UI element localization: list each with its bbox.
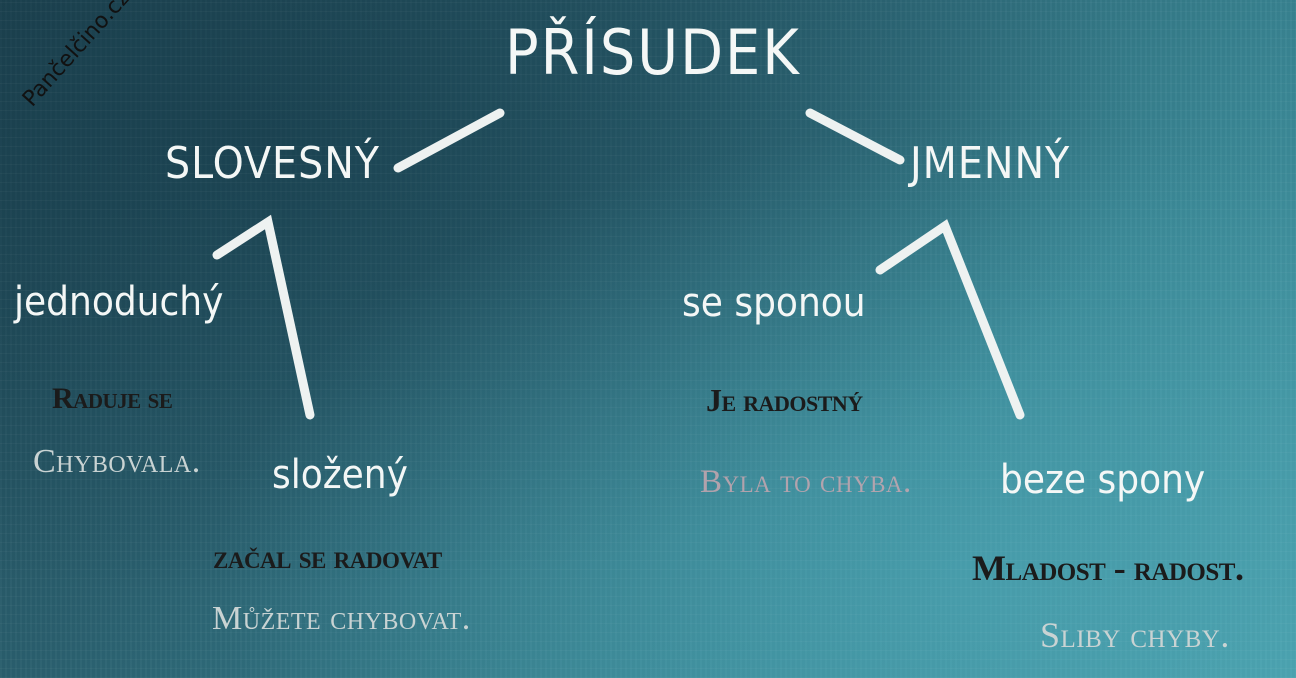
- simple-example-2: Chybovala.: [33, 443, 201, 480]
- simple-example-1: Raduje se: [52, 382, 173, 415]
- with-copula-label: se sponou: [682, 280, 866, 326]
- nominal-label: JMENNÝ: [910, 138, 1071, 189]
- connector-root-nominal: [805, 108, 905, 165]
- simple-label: jednoduchý: [14, 279, 224, 325]
- with-copula-example-1: Je radostný: [706, 382, 863, 418]
- compound-label: složený: [272, 452, 408, 498]
- without-copula-label: beze spony: [1000, 457, 1206, 503]
- without-copula-example-2: Sliby chyby.: [1040, 615, 1230, 655]
- compound-example-2: Můžete chybovat.: [212, 600, 471, 637]
- compound-example-1: začal se radovat: [213, 540, 442, 576]
- connector-nominal-branches: [875, 219, 1025, 420]
- with-copula-example-2: Byla to chyba.: [700, 464, 912, 500]
- verbal-label: SLOVESNÝ: [165, 138, 380, 189]
- connector-root-verbal: [393, 108, 505, 173]
- root-label: PŘÍSUDEK: [505, 16, 801, 89]
- without-copula-example-1: Mladost - radost.: [972, 548, 1244, 588]
- connector-verbal-branches: [212, 214, 315, 420]
